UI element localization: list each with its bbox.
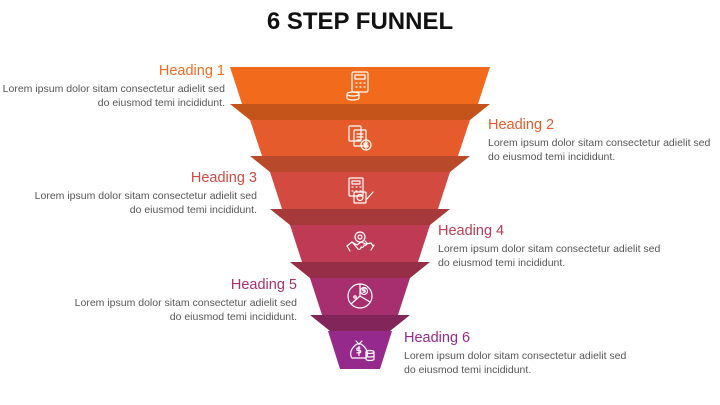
step-2-heading: Heading 2 [488, 117, 555, 133]
handshake-gear-icon [346, 231, 375, 252]
step-2-text: Heading 2 Lorem ipsum dolor sitam consec… [488, 116, 713, 164]
step-6-description: Lorem ipsum dolor sitam consectetur adie… [404, 350, 627, 376]
step-4-heading: Heading 4 [438, 223, 505, 239]
funnel-shadow-5 [310, 315, 410, 331]
money-bag-coins-icon [350, 340, 375, 362]
step-3-description: Lorem ipsum dolor sitam consectetur adie… [34, 190, 257, 216]
invoice-dollar-icon [348, 125, 372, 151]
step-1-description: Lorem ipsum dolor sitam consectetur adie… [2, 83, 225, 109]
funnel-step-1 [230, 67, 490, 104]
page-title: 6 STEP FUNNEL [266, 8, 454, 35]
funnel-step-2 [250, 120, 470, 156]
step-2-description: Lorem ipsum dolor sitam consectetur adie… [488, 137, 711, 163]
step-6-text: Heading 6 Lorem ipsum dolor sitam consec… [404, 329, 629, 377]
pie-chart-dollar-icon [347, 283, 373, 309]
step-1-text: Heading 1 Lorem ipsum dolor sitam consec… [0, 62, 225, 110]
step-1-heading: Heading 1 [158, 63, 225, 79]
step-3-heading: Heading 3 [190, 170, 257, 186]
calculator-document-icon [348, 177, 374, 204]
step-5-description: Lorem ipsum dolor sitam consectetur adie… [74, 297, 297, 323]
funnel-shadow-1 [230, 104, 490, 120]
funnel-shadow-4 [290, 262, 430, 278]
funnel-shadow-2 [250, 156, 470, 172]
step-5-text: Heading 5 Lorem ipsum dolor sitam consec… [72, 276, 297, 324]
step-3-text: Heading 3 Lorem ipsum dolor sitam consec… [32, 169, 257, 217]
step-5-heading: Heading 5 [230, 277, 297, 293]
step-4-description: Lorem ipsum dolor sitam consectetur adie… [438, 243, 661, 269]
step-4-text: Heading 4 Lorem ipsum dolor sitam consec… [438, 222, 663, 270]
funnel-shadow-3 [270, 209, 450, 225]
step-6-heading: Heading 6 [404, 330, 471, 346]
calculator-coins-icon [346, 71, 369, 101]
